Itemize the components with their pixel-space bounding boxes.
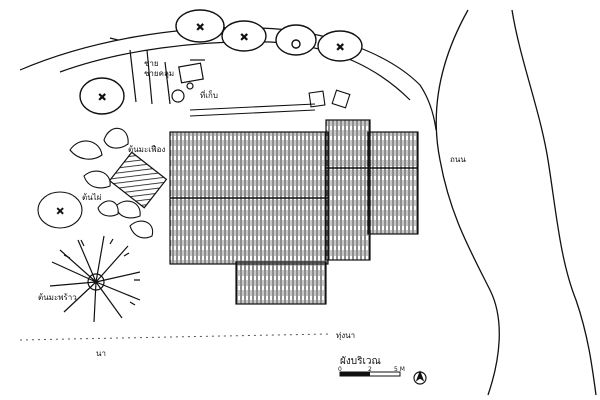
label-bottom-left: นา xyxy=(96,349,106,358)
tree-canopy-2: × xyxy=(221,20,267,52)
plan-labels: ชาย ชายคลุม ที่เก็บ ต้นมะเฟือง ต้นไผ่ ต้… xyxy=(38,59,466,358)
top-tree-row: × × × xyxy=(175,9,363,62)
north-arrow-icon xyxy=(413,370,427,385)
label-top-a: ชาย xyxy=(144,59,159,68)
tree-canopy-1: × xyxy=(175,9,225,43)
label-middle-right: ที่เก็บ xyxy=(200,89,218,100)
river-banks xyxy=(435,9,597,396)
svg-text:×: × xyxy=(196,22,204,33)
label-top-b: ชายคลุม xyxy=(144,69,174,78)
svg-text:×: × xyxy=(240,32,248,43)
palm-tree xyxy=(49,235,141,323)
house-roof-far-right xyxy=(367,131,419,235)
fence-posts xyxy=(109,37,205,105)
label-road: ถนน xyxy=(450,155,466,164)
tree-canopy-3 xyxy=(275,24,317,56)
walkway xyxy=(189,89,351,117)
label-granary: ต้นมะเฟือง xyxy=(128,145,165,154)
scale-mid: 2 xyxy=(368,366,372,373)
leafy-plants: × xyxy=(37,127,154,239)
house-roof-lower xyxy=(235,261,327,305)
scale-title: ผังบริเวณ xyxy=(340,356,381,367)
scale-zero: 0 xyxy=(338,366,342,373)
granary xyxy=(108,151,168,209)
label-tree-left: ต้นไผ่ xyxy=(82,193,102,202)
main-house xyxy=(169,119,419,305)
river-bank-right xyxy=(511,9,597,396)
ground-dots xyxy=(19,333,331,341)
round-tree: × xyxy=(79,77,125,115)
house-roof-right xyxy=(325,119,371,261)
river-bank-left xyxy=(435,9,500,396)
svg-text:×: × xyxy=(56,206,64,217)
scale-end: 5 M xyxy=(394,366,405,373)
label-field: ทุ่งนา xyxy=(336,331,355,340)
left-tree xyxy=(37,191,83,229)
svg-text:×: × xyxy=(336,42,344,53)
svg-text:×: × xyxy=(98,92,106,103)
scale-bar: ผังบริเวณ 0 2 5 M xyxy=(338,356,405,377)
label-palm: ต้นมะพร้าว xyxy=(38,293,77,302)
tree-canopy-4: × xyxy=(317,30,363,62)
